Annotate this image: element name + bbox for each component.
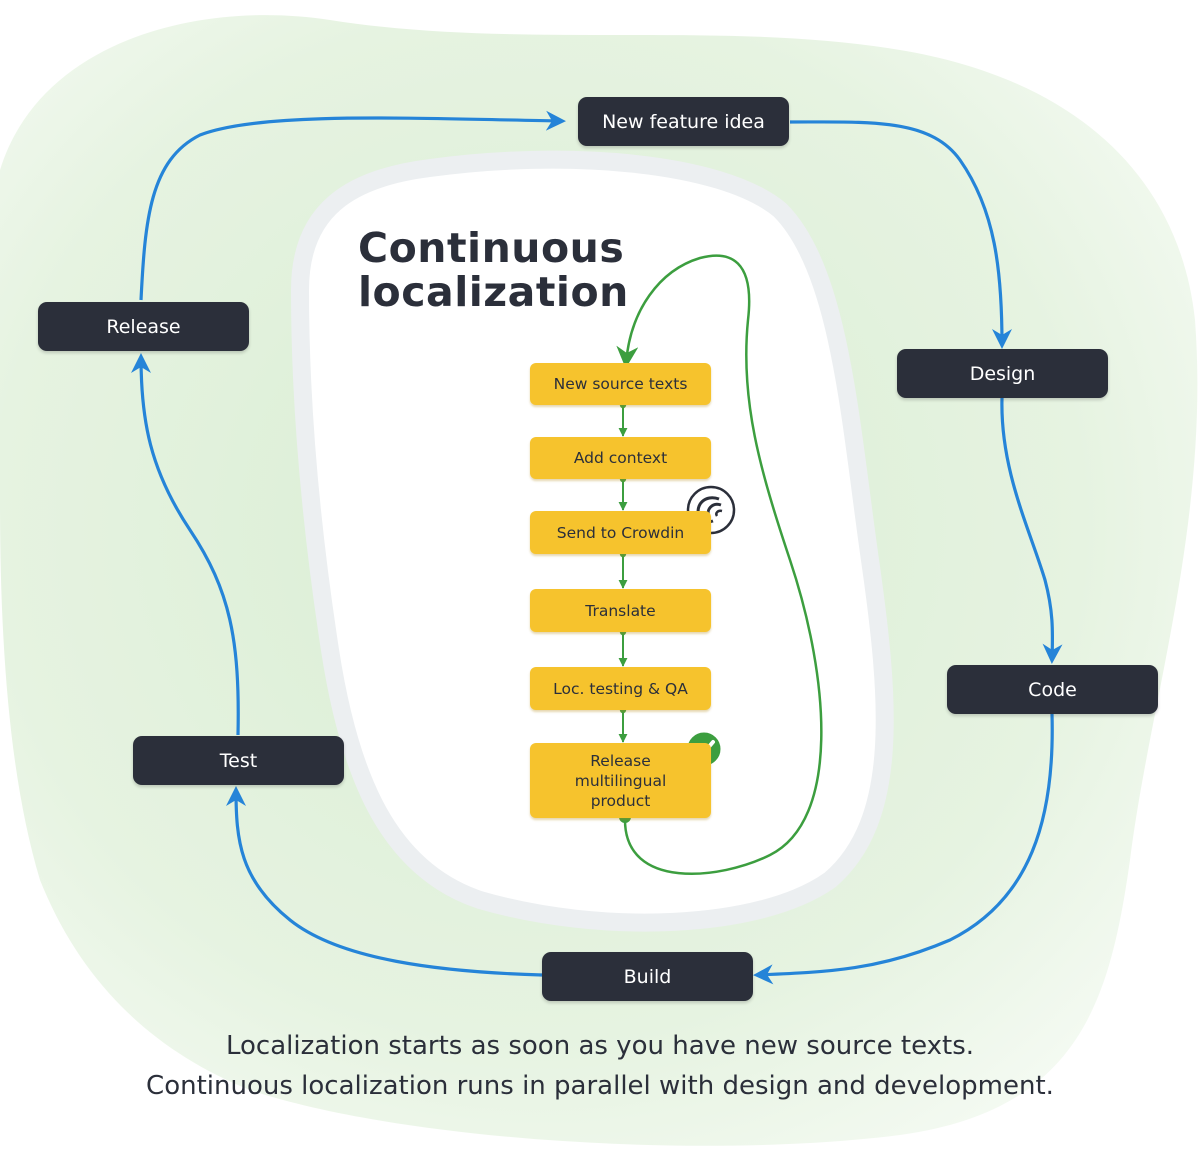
title-line-2: localization: [358, 268, 629, 316]
caption-line-2: Continuous localization runs in parallel…: [146, 1071, 1054, 1101]
arrow-new-feature-idea-to-design: [789, 120, 1012, 349]
arrow-code-to-build: [753, 713, 1054, 985]
caption: Localization starts as soon as you have …: [0, 1026, 1200, 1106]
caption-line-1: Localization starts as soon as you have …: [225, 1031, 975, 1061]
loc-step-translate: Translate: [530, 589, 711, 632]
loc-step-loc-testing-qa: Loc. testing & QA: [530, 667, 711, 710]
arrow-design-to-code: [1000, 397, 1063, 664]
arrow-build-to-test: [226, 786, 543, 977]
arrow-release-to-new-feature-idea: [139, 110, 566, 301]
outer-step-code: Code: [947, 665, 1158, 714]
outer-step-design: Design: [897, 349, 1108, 398]
outer-step-release: Release: [38, 302, 249, 351]
loc-step-add-context: Add context: [530, 437, 711, 479]
loc-step-release-multilingual-product: Release multilingual product: [530, 743, 711, 818]
diagram-title: Continuous localization: [358, 226, 658, 314]
outer-step-new-feature-idea: New feature idea: [578, 97, 789, 146]
loc-step-new-source-texts: New source texts: [530, 363, 711, 405]
arrow-test-to-release: [131, 353, 240, 736]
loc-step-send-to-crowdin: Send to Crowdin: [530, 511, 711, 554]
title-line-1: Continuous: [358, 224, 625, 272]
outer-step-build: Build: [542, 952, 753, 1001]
outer-step-test: Test: [133, 736, 344, 785]
arrow-localization-loop: [616, 254, 823, 875]
